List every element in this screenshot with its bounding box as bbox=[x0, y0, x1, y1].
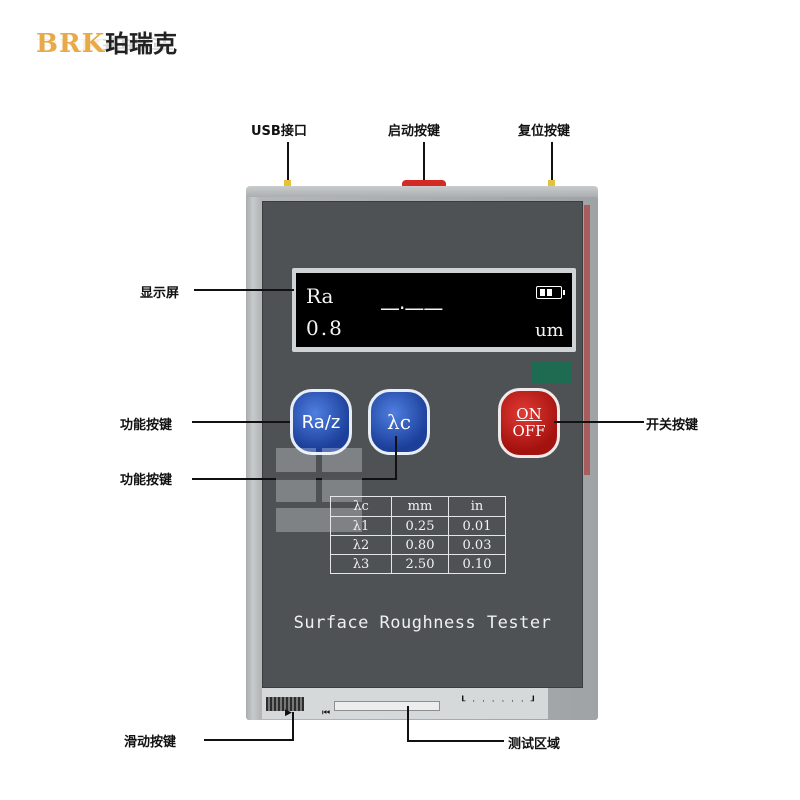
table-row: λ2 0.80 0.03 bbox=[330, 535, 506, 555]
display-screen bbox=[296, 273, 572, 347]
callout-reset-line bbox=[551, 142, 553, 184]
start-button[interactable] bbox=[402, 180, 446, 188]
ra-z-button[interactable]: Ra/z bbox=[290, 389, 352, 455]
table-cell: 2.50 bbox=[391, 554, 449, 574]
table-cell: λ2 bbox=[330, 535, 392, 555]
brand-latin: BRK bbox=[36, 29, 106, 59]
table-header-row: λc mm in bbox=[330, 496, 506, 517]
callout-power: 开关按键 bbox=[646, 418, 699, 433]
cutoff-table: λc mm in λ1 0.25 0.01 λ2 0.80 0.03 λ3 2.… bbox=[330, 496, 506, 574]
callout-function2-line-v bbox=[395, 436, 397, 480]
table-cell: 0.80 bbox=[391, 535, 449, 555]
device-side-accent bbox=[584, 205, 590, 475]
callout-function2: 功能按键 bbox=[120, 473, 173, 488]
table-header-cell: in bbox=[448, 496, 506, 517]
table-cell: λ3 bbox=[330, 554, 392, 574]
callout-slide-line-v bbox=[292, 712, 294, 741]
display-value: 0.8 bbox=[306, 316, 344, 340]
table-cell: 0.10 bbox=[448, 554, 506, 574]
power-button[interactable]: ON OFF bbox=[498, 388, 560, 458]
lambda-c-label: λc bbox=[387, 410, 411, 434]
callout-function1: 功能按键 bbox=[120, 418, 173, 433]
callout-slide: 滑动按键 bbox=[124, 735, 177, 750]
display-param: Ra bbox=[306, 284, 334, 308]
callout-usb: USB接口 bbox=[251, 124, 307, 139]
slide-switch[interactable] bbox=[266, 697, 304, 711]
callout-function2-line-h bbox=[192, 478, 396, 480]
battery-icon bbox=[536, 286, 565, 299]
callout-function1-line bbox=[192, 421, 290, 423]
brand-chinese-reflection: 珀瑞克 bbox=[102, 35, 175, 53]
callout-power-line bbox=[554, 421, 644, 423]
brand-logo: BRK珀瑞克 bbox=[36, 24, 178, 59]
callout-start: 启动按键 bbox=[388, 124, 441, 139]
skip-back-icon: ⏮ bbox=[322, 708, 331, 718]
reset-button[interactable] bbox=[548, 180, 555, 187]
table-cell: λ1 bbox=[330, 516, 392, 536]
power-on-label: ON bbox=[516, 405, 542, 423]
table-header-cell: mm bbox=[391, 496, 449, 517]
ra-z-label: Ra/z bbox=[301, 411, 341, 433]
brand-latin-reflection: BRK bbox=[36, 35, 103, 53]
table-row: λ3 2.50 0.10 bbox=[330, 554, 506, 574]
power-off-label: OFF bbox=[512, 422, 546, 440]
probe-slot bbox=[334, 701, 440, 711]
display-center-readout: —·—— bbox=[380, 296, 443, 320]
callout-display-line bbox=[194, 289, 294, 291]
brand-chinese: 珀瑞克 bbox=[105, 30, 178, 58]
table-row: λ1 0.25 0.01 bbox=[330, 516, 506, 536]
callout-usb-line bbox=[287, 142, 289, 186]
status-indicator bbox=[532, 362, 572, 384]
display-unit: um bbox=[535, 320, 564, 341]
brand-logo-reflection: BRK珀瑞克 bbox=[36, 35, 174, 56]
table-cell: 0.03 bbox=[448, 535, 506, 555]
table-cell: 0.25 bbox=[391, 516, 449, 536]
callout-test-area: 测试区域 bbox=[508, 737, 561, 752]
watermark-logo bbox=[276, 448, 364, 538]
callout-display: 显示屏 bbox=[140, 286, 180, 301]
play-icon: ▶ bbox=[285, 708, 292, 718]
callout-reset: 复位按键 bbox=[518, 124, 571, 139]
table-cell: 0.01 bbox=[448, 516, 506, 536]
model-name: Surface Roughness Tester bbox=[293, 613, 552, 633]
scale-marks-icon: ┖ · · · · · · ┚ bbox=[460, 697, 539, 707]
callout-slide-line-h bbox=[204, 739, 294, 741]
callout-test-area-line-h bbox=[408, 740, 504, 742]
callout-test-area-line-v bbox=[407, 706, 409, 742]
usb-port[interactable] bbox=[284, 180, 291, 187]
table-header-cell: λc bbox=[330, 496, 392, 517]
lambda-c-button[interactable]: λc bbox=[368, 389, 430, 455]
callout-start-line bbox=[423, 142, 425, 184]
